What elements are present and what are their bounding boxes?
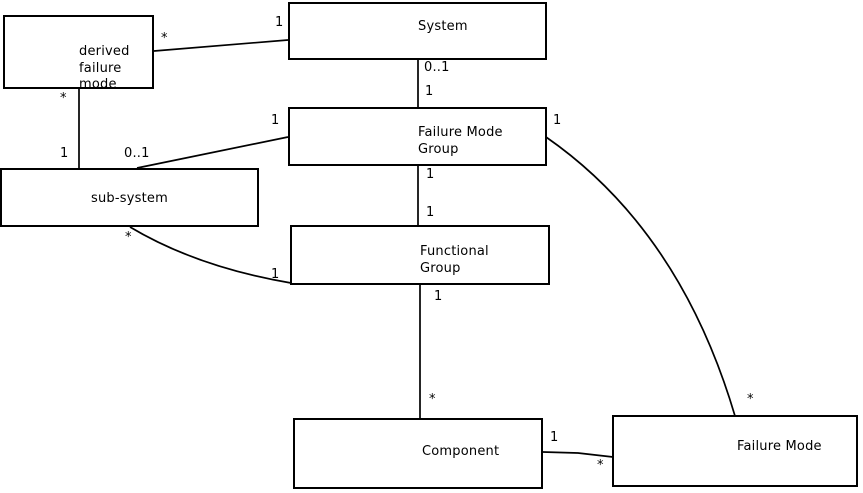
node-label-line: Component (422, 444, 500, 459)
node-label-line: System (418, 19, 468, 34)
edge-derived-failure-mode--system (153, 39, 289, 52)
edge-failure-mode-group--failure-mode (545, 136, 736, 417)
node-label-line: Failure Mode (418, 125, 503, 140)
multiplicity-component-fm-near-fm: * (597, 458, 604, 473)
node-label-line: Group (418, 141, 459, 157)
multiplicity-fmg-fm-near-fmg: 1 (553, 113, 562, 128)
edge-failure-mode-group--sub-system (136, 136, 289, 169)
multiplicity-fg-component-near-fg: 1 (434, 289, 443, 304)
node-functional-group: Functional Group (290, 225, 550, 285)
node-failure-mode-group: Failure Mode Group (288, 107, 547, 166)
multiplicity-fmg-subsystem-near-subsystem: 0..1 (124, 146, 150, 161)
multiplicity-component-fm-near-component: 1 (550, 430, 559, 445)
node-label-line: Group (420, 260, 461, 276)
multiplicity-dfm-subsystem-near-subsystem: 1 (60, 146, 69, 161)
multiplicity-fmg-fg-near-fmg: 1 (426, 167, 435, 182)
node-label-line: mode (79, 77, 117, 92)
node-label-line: Failure Mode (737, 439, 822, 454)
edge-component--failure-mode (542, 451, 614, 458)
multiplicity-dfm-subsystem-near-dfm: * (60, 91, 67, 106)
multiplicity-fg-component-near-component: * (429, 392, 436, 407)
multiplicity-dfm-system-near-system: 1 (275, 15, 284, 30)
multiplicity-subsystem-fg-near-fg: 1 (271, 267, 280, 282)
multiplicity-fmg-fg-near-fg: 1 (426, 205, 435, 220)
node-failure-mode: Failure Mode (612, 415, 858, 487)
multiplicity-fmg-fm-near-fm: * (747, 392, 754, 407)
multiplicity-dfm-system-near-dfm: * (161, 31, 168, 46)
multiplicity-subsystem-fg-near-subsystem: * (125, 230, 132, 245)
node-component: Component (293, 418, 543, 489)
multiplicity-system-fmg-near-fmg: 1 (425, 84, 434, 99)
node-label-line: sub-system (91, 191, 168, 206)
edge-sub-system--functional-group (129, 226, 292, 284)
node-label-line: failure (79, 60, 122, 76)
node-system: System (288, 2, 547, 60)
node-label-line: Functional (420, 244, 489, 259)
multiplicity-system-fmg-near-system: 0..1 (424, 60, 450, 75)
node-derived-failure-mode: derived failure mode (3, 15, 154, 92)
node-label-line: derived (79, 44, 130, 59)
node-sub-system: sub-system (0, 168, 259, 227)
multiplicity-fmg-subsystem-near-fmg: 1 (271, 113, 280, 128)
